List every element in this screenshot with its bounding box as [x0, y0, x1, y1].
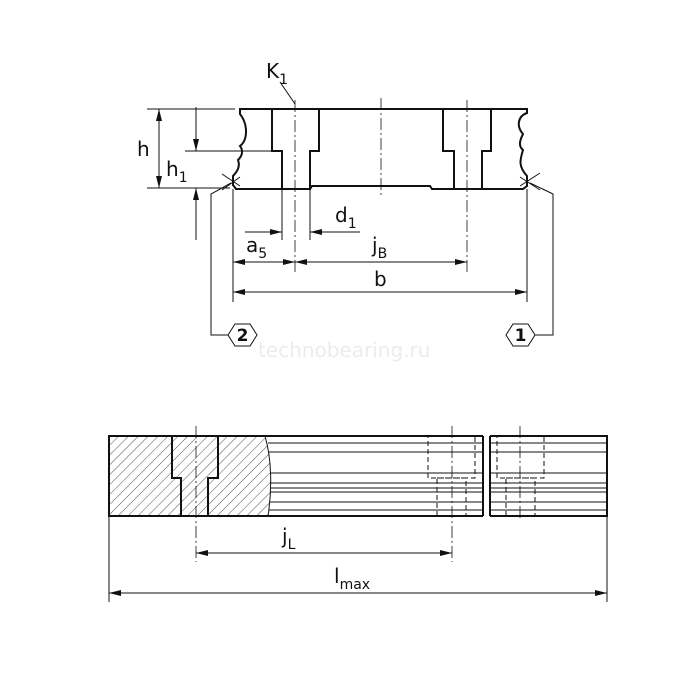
watermark: technobearing.ru — [258, 338, 430, 362]
svg-text:2: 2 — [237, 326, 249, 346]
break-curve — [264, 435, 272, 517]
b-label: b — [374, 267, 387, 291]
a5-label: a5 — [246, 233, 267, 262]
rail-section-hatched — [109, 436, 271, 516]
reference-mark-1 — [519, 172, 541, 191]
left-counterbore — [271, 108, 320, 190]
longitudinal-view: jL lmax — [108, 426, 608, 602]
k1-label: K1 — [266, 59, 288, 88]
rail-profile-lines — [268, 442, 607, 511]
reference-mark-2 — [221, 173, 241, 191]
h-label: h — [137, 137, 150, 161]
callout-1: 1 — [505, 323, 536, 347]
right-counterbore — [442, 108, 492, 190]
k1-leader — [279, 81, 296, 105]
rail-outline — [108, 435, 608, 517]
jb-label: jB — [371, 233, 387, 262]
d1-label: d1 — [335, 203, 357, 232]
cross-section-view: K1 h h1 d1 a5 jB b 2 — [137, 59, 554, 362]
h1-label: h1 — [166, 157, 188, 186]
jl-label: jL — [281, 524, 296, 553]
callout-2: 2 — [227, 323, 258, 347]
rail-cross-section — [232, 108, 528, 190]
callout-2-leader — [210, 182, 232, 336]
lmax-label: lmax — [334, 564, 370, 593]
hidden-holes — [427, 435, 545, 517]
callout-1-leader — [529, 182, 554, 336]
svg-text:1: 1 — [515, 326, 527, 346]
